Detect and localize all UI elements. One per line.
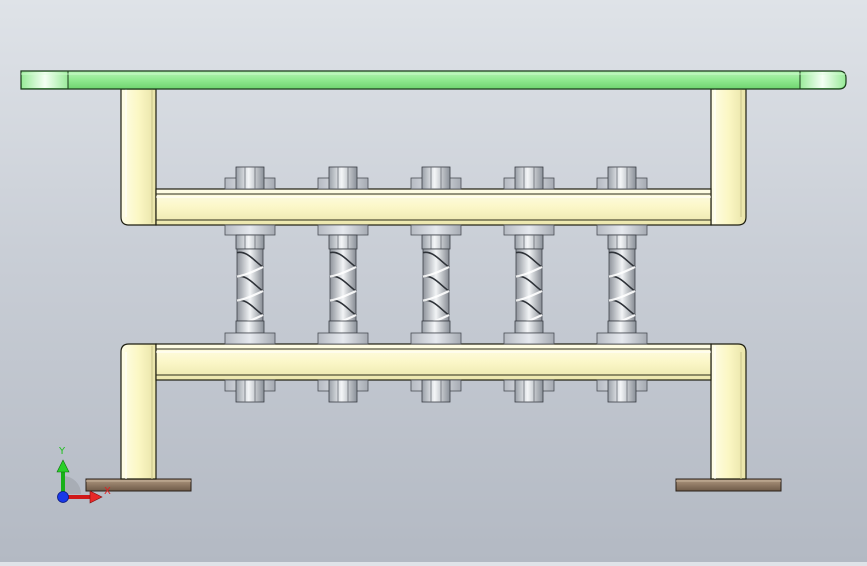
washer: [596, 224, 648, 236]
twisted-spring: [329, 248, 357, 322]
hex-nut: [421, 234, 451, 250]
triad-plane-icon: [63, 476, 81, 494]
bolt-assembly: [317, 166, 369, 403]
hex-nut: [235, 320, 265, 334]
washer: [410, 224, 462, 236]
twisted-spring: [515, 248, 543, 322]
right-base-plate: [675, 478, 782, 492]
washer: [410, 332, 462, 345]
washer: [503, 224, 555, 236]
washer: [317, 224, 369, 236]
hex-nut: [328, 234, 358, 250]
twisted-spring: [608, 248, 636, 322]
z-axis-origin: [57, 491, 69, 503]
bolt-assembly: [503, 166, 555, 403]
washer: [596, 332, 648, 345]
hex-nut: [328, 379, 358, 403]
hex-nut: [328, 166, 358, 190]
hex-nut: [235, 234, 265, 250]
bolt-assembly: [224, 166, 276, 403]
hex-nut: [328, 320, 358, 334]
hex-nut: [514, 320, 544, 334]
coordinate-triad: Y X: [56, 446, 111, 504]
hex-nut: [514, 379, 544, 403]
hex-nut: [421, 166, 451, 190]
left-upper-leg: [120, 88, 157, 226]
hex-nut: [421, 379, 451, 403]
hex-nut: [514, 234, 544, 250]
twisted-spring: [236, 248, 264, 322]
top-plate: [20, 70, 847, 90]
right-lower-leg: [710, 343, 747, 480]
twisted-spring: [422, 248, 450, 322]
washer: [317, 332, 369, 345]
hex-nut: [514, 166, 544, 190]
hex-nut: [607, 320, 637, 334]
bolt-assemblies: [224, 166, 648, 403]
hex-nut: [421, 320, 451, 334]
washer: [224, 224, 276, 236]
upper-crossbeam: [155, 188, 712, 226]
hex-nut: [607, 166, 637, 190]
x-axis-label: X: [104, 486, 111, 497]
hex-nut: [607, 379, 637, 403]
hex-nut: [607, 234, 637, 250]
y-axis-label: Y: [58, 446, 66, 457]
hex-nut: [235, 166, 265, 190]
bolt-assembly: [410, 166, 462, 403]
left-lower-leg: [120, 343, 157, 480]
washer: [224, 332, 276, 345]
washer: [503, 332, 555, 345]
top-plate-left-end: [22, 72, 68, 88]
lower-crossbeam: [155, 343, 712, 381]
hex-nut: [235, 379, 265, 403]
right-upper-leg: [710, 88, 747, 226]
top-plate-right-end: [800, 72, 845, 88]
bolt-assembly: [596, 166, 648, 403]
left-base-plate: [85, 478, 192, 492]
